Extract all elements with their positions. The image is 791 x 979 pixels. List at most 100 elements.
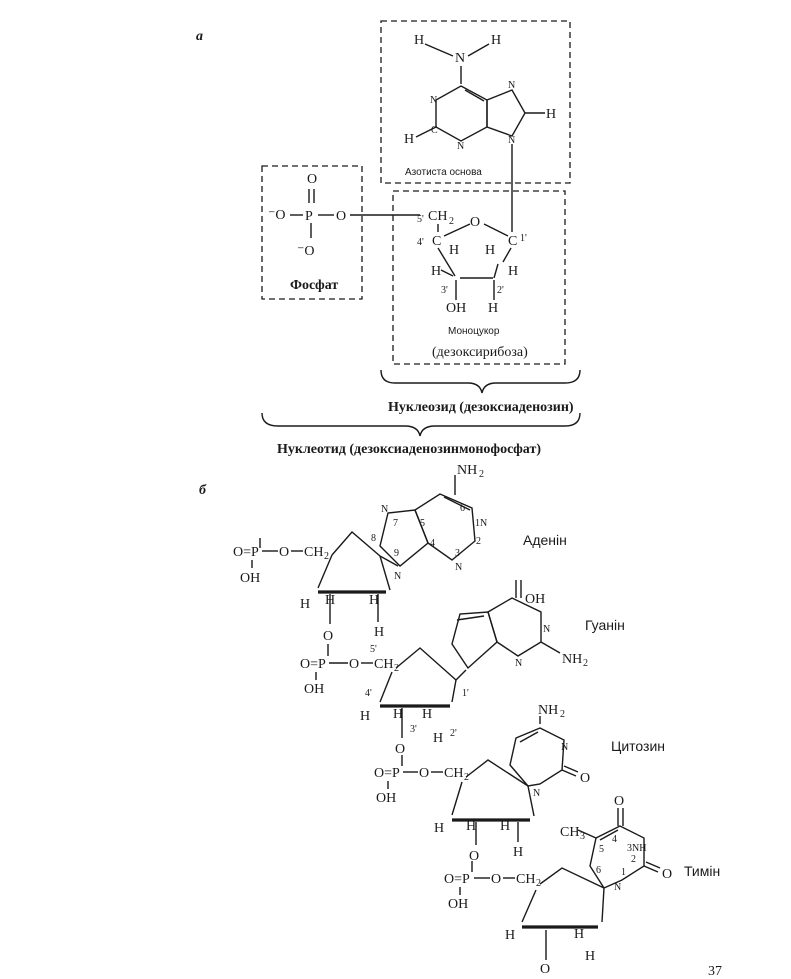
svg-text:6: 6 xyxy=(460,503,465,514)
svg-text:2: 2 xyxy=(324,551,329,562)
svg-text:H: H xyxy=(574,927,584,942)
panel-b-letter: б xyxy=(199,483,207,498)
base-caption: Азотиста основа xyxy=(405,167,482,178)
svg-text:9: 9 xyxy=(394,548,399,559)
svg-text:H: H xyxy=(546,107,556,122)
svg-text:NH: NH xyxy=(562,652,582,667)
guanine-nucleotide: O=P O CH 2 5' OH 4' 1' H H H 3' 2' H O O… xyxy=(300,580,625,757)
svg-text:H: H xyxy=(414,33,424,48)
svg-text:2': 2' xyxy=(450,728,457,739)
svg-text:CH: CH xyxy=(428,209,447,224)
svg-text:H: H xyxy=(404,132,414,147)
svg-text:N: N xyxy=(455,562,462,573)
sugar-caption-1: Моноцукор xyxy=(448,326,500,337)
svg-text:2': 2' xyxy=(497,285,504,296)
svg-text:C: C xyxy=(432,234,441,249)
svg-text:8: 8 xyxy=(371,533,376,544)
nucleoside-brace xyxy=(380,369,581,394)
svg-text:H: H xyxy=(513,845,523,860)
svg-text:P: P xyxy=(305,209,313,224)
nucleotide-brace xyxy=(261,412,581,437)
svg-text:H: H xyxy=(466,819,476,834)
svg-text:4': 4' xyxy=(365,688,372,699)
svg-text:3: 3 xyxy=(580,831,585,842)
svg-text:O: O xyxy=(279,545,289,560)
svg-text:H: H xyxy=(300,597,310,612)
svg-text:5: 5 xyxy=(599,844,604,855)
sugar-box xyxy=(392,190,566,365)
svg-text:H: H xyxy=(449,243,459,258)
svg-text:O: O xyxy=(580,771,590,786)
adenine-amino-group: H N H xyxy=(414,33,501,84)
svg-text:O: O xyxy=(323,629,333,644)
svg-text:CH: CH xyxy=(560,825,579,840)
svg-text:H: H xyxy=(485,243,495,258)
svg-text:H: H xyxy=(431,264,441,279)
svg-text:OH: OH xyxy=(376,791,396,806)
svg-text:CH: CH xyxy=(444,766,463,781)
svg-text:3: 3 xyxy=(455,548,460,559)
nucleotide-caption: Нуклеотид (дезоксиаденозинмонофосфат) xyxy=(277,442,541,457)
svg-text:⁻O: ⁻O xyxy=(268,208,286,223)
svg-text:OH: OH xyxy=(446,301,466,316)
svg-text:N: N xyxy=(381,504,388,515)
nucleoside-caption: Нуклеозид (дезоксиаденозин) xyxy=(388,400,574,415)
svg-text:1': 1' xyxy=(462,688,469,699)
svg-text:H: H xyxy=(433,731,443,746)
svg-text:7: 7 xyxy=(393,518,398,529)
svg-text:2: 2 xyxy=(583,658,588,669)
svg-text:N: N xyxy=(508,80,515,91)
svg-text:N: N xyxy=(561,742,568,753)
svg-text:N: N xyxy=(533,788,540,799)
svg-text:2: 2 xyxy=(394,663,399,674)
svg-text:2: 2 xyxy=(631,854,636,865)
svg-text:1N: 1N xyxy=(475,518,487,529)
thymine-nucleotide: O=P O CH 2 OH H H H O O CH 3 4 5 6 1 2 3… xyxy=(444,794,720,977)
svg-text:H: H xyxy=(508,264,518,279)
svg-text:NH: NH xyxy=(457,463,477,478)
svg-text:O: O xyxy=(307,172,317,187)
phosphate-caption: Фосфат xyxy=(290,278,338,293)
svg-text:3': 3' xyxy=(410,724,417,735)
svg-text:4: 4 xyxy=(430,538,435,549)
phosphate-group: O ⁻O P O ⁻O Фосфат xyxy=(268,172,346,293)
svg-text:5': 5' xyxy=(370,644,377,655)
adenine-nucleotide: O=P O CH 2 OH H H H H O NH 2 N 7 8 N 9 4… xyxy=(233,463,567,644)
svg-text:CH: CH xyxy=(374,657,393,672)
svg-text:C: C xyxy=(431,125,438,136)
panel-a-letter: а xyxy=(196,29,203,44)
svg-text:3': 3' xyxy=(441,285,448,296)
guanine-label: Гуанін xyxy=(585,617,625,633)
svg-text:O: O xyxy=(336,209,346,224)
svg-text:O: O xyxy=(614,794,624,809)
sugar-caption-2: (дезоксирибоза) xyxy=(432,345,528,360)
svg-text:H: H xyxy=(374,625,384,640)
svg-text:1': 1' xyxy=(520,233,527,244)
svg-text:H: H xyxy=(422,707,432,722)
svg-text:OH: OH xyxy=(304,682,324,697)
adenine-structure: H H N C N N N Азотиста основа xyxy=(404,80,556,178)
svg-text:O: O xyxy=(540,962,550,977)
svg-text:3NH: 3NH xyxy=(627,843,646,854)
svg-text:OH: OH xyxy=(525,592,545,607)
svg-text:C: C xyxy=(508,234,517,249)
svg-text:N: N xyxy=(614,882,621,893)
svg-text:⁻O: ⁻O xyxy=(297,244,315,259)
svg-text:H: H xyxy=(369,593,379,608)
svg-text:6: 6 xyxy=(596,865,601,876)
cytosine-nucleotide: O=P O CH 2 OH H H H H O NH 2 N N O Цитоз… xyxy=(374,703,665,864)
svg-text:O: O xyxy=(469,849,479,864)
svg-text:N: N xyxy=(543,624,550,635)
svg-text:N: N xyxy=(457,141,464,152)
svg-text:2: 2 xyxy=(479,469,484,480)
svg-text:2: 2 xyxy=(464,772,469,783)
svg-text:O=P: O=P xyxy=(374,766,400,781)
deoxyribose-structure: 5' CH 2 4' C O C 1' H H H H 3' 2' OH H М… xyxy=(417,209,528,360)
svg-text:H: H xyxy=(505,928,515,943)
svg-text:H: H xyxy=(360,709,370,724)
svg-text:N: N xyxy=(455,51,465,66)
svg-text:N: N xyxy=(508,135,515,146)
svg-text:O: O xyxy=(349,657,359,672)
svg-text:N: N xyxy=(430,95,437,106)
